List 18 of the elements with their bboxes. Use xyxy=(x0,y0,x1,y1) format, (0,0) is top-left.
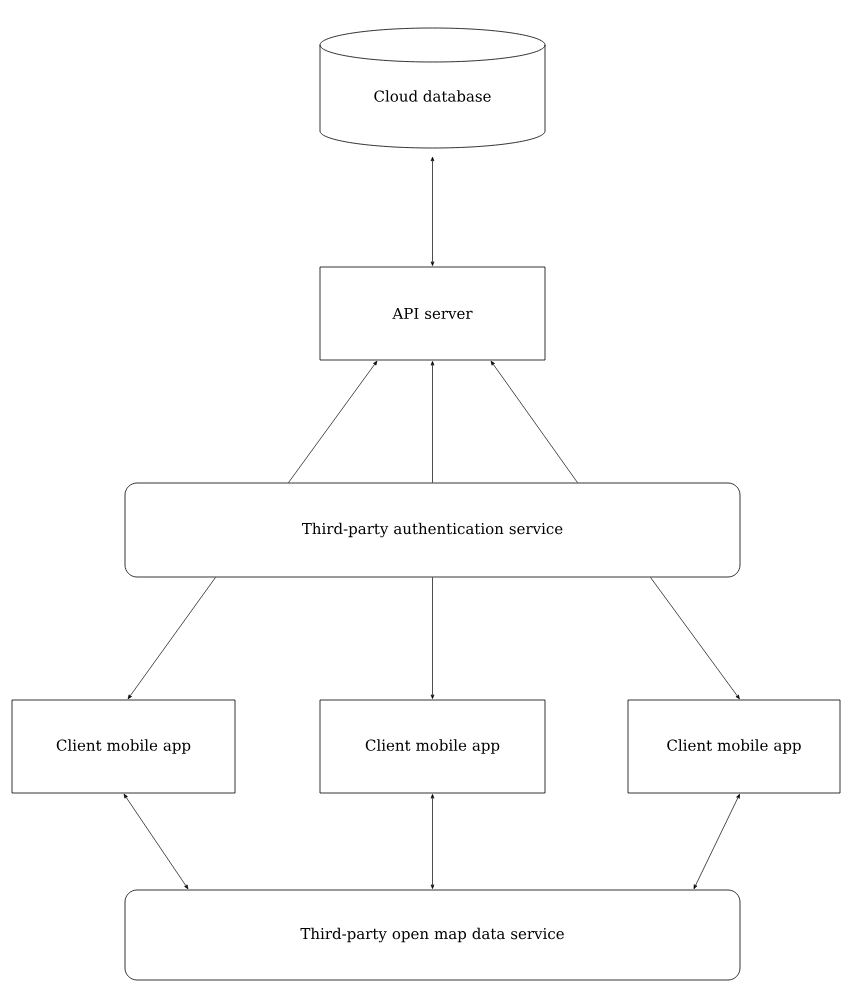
process-box: Client mobile app xyxy=(11,699,236,794)
arrow xyxy=(430,577,435,699)
arrow xyxy=(127,577,216,700)
service-box: Third-party authentication service xyxy=(124,482,741,578)
arrow xyxy=(650,577,740,700)
arrow xyxy=(123,793,189,890)
service-box: Third-party open map data service xyxy=(124,889,741,981)
arrow xyxy=(490,360,578,483)
database-cylinder: Cloud database xyxy=(319,27,546,149)
process-box: Client mobile app xyxy=(627,699,841,794)
arrow xyxy=(693,793,740,890)
process-box: Client mobile app xyxy=(319,699,546,794)
process-box: API server xyxy=(319,266,546,361)
arrow xyxy=(430,156,435,266)
arrow xyxy=(430,361,435,483)
arrow xyxy=(430,794,435,889)
node-label: Cloud database xyxy=(374,90,491,102)
arrow xyxy=(288,360,378,483)
